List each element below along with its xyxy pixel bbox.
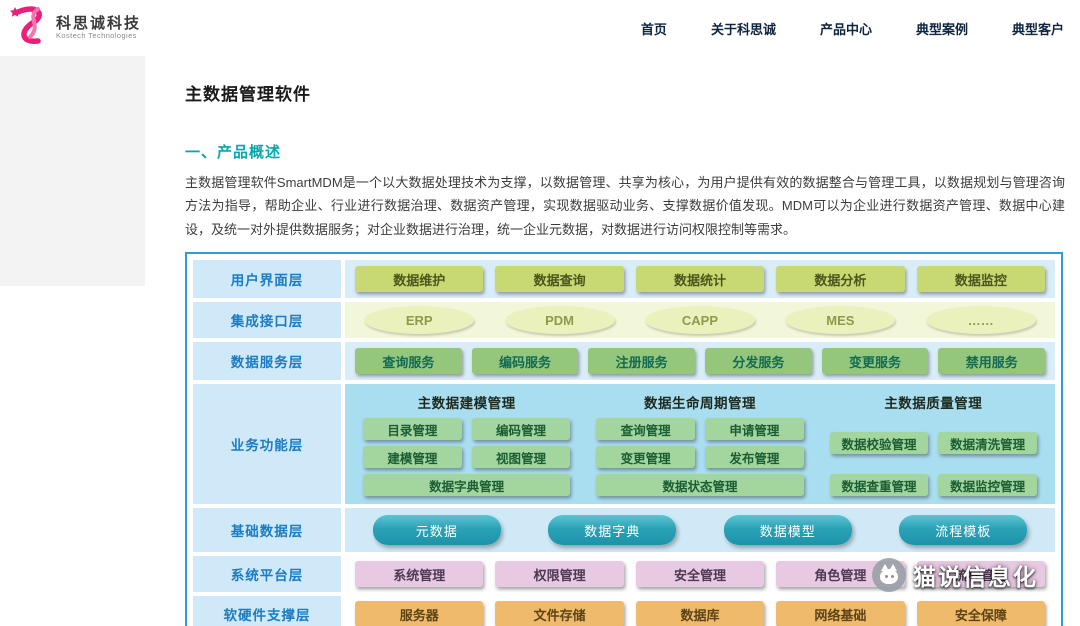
module-box: CAPP — [644, 306, 755, 335]
nav-item-about[interactable]: 关于科思诚 — [710, 21, 776, 37]
module-box: 查询管理 — [596, 418, 695, 441]
module-box: 服务器 — [355, 601, 484, 626]
header: 科思诚科技 Kostech Technologies 首页 关于科思诚 产品中心… — [0, 0, 1080, 56]
module-box: 编码服务 — [471, 348, 579, 375]
module-box: 数据监控管理 — [938, 474, 1037, 497]
module-box: 数据清洗管理 — [938, 432, 1037, 455]
group-title: 数据生命周期管理 — [643, 396, 756, 412]
module-box: 目录管理 — [363, 418, 462, 441]
function-group: 主数据质量管理数据校验管理数据清洗管理数据查重管理数据监控管理 — [824, 392, 1043, 497]
module-box: 视图管理 — [471, 446, 571, 469]
layer-content: 元数据 数据字典 数据模型 流程模板 — [345, 508, 1055, 553]
group-row: 数据校验管理数据清洗管理 — [829, 432, 1037, 455]
main-nav: 首页 关于科思诚 产品中心 典型案例 典型客户 — [641, 19, 1070, 38]
group-title: 主数据建模管理 — [417, 396, 516, 412]
nav-item-cases[interactable]: 典型案例 — [915, 21, 968, 37]
group-title: 主数据质量管理 — [884, 396, 983, 412]
module-box: 申请管理 — [705, 418, 804, 441]
module-box: 数据字典 — [548, 515, 677, 546]
module-box: 安全保障 — [916, 601, 1046, 626]
left-sidebar-panel — [0, 56, 145, 286]
logo-title: 科思诚科技 — [56, 15, 142, 33]
logo[interactable]: 科思诚科技 Kostech Technologies — [8, 3, 141, 54]
layer-row-data: 基础数据层元数据 数据字典 数据模型 流程模板 — [193, 508, 1055, 553]
module-box: 数据查询 — [495, 266, 624, 293]
group-row: 数据状态管理 — [596, 474, 804, 497]
layer-row-service: 数据服务层查询服务编码服务注册服务分发服务变更服务禁用服务 — [193, 342, 1055, 381]
module-box: 数据状态管理 — [596, 474, 804, 497]
module-box: 数据字典管理 — [363, 474, 571, 497]
module-box: 查询服务 — [355, 348, 462, 375]
module-box: 数据库 — [635, 601, 765, 626]
nav-item-home[interactable]: 首页 — [640, 21, 667, 37]
layer-row-integration: 集成接口层 ERP PDM CAPP MES …… — [193, 302, 1055, 339]
module-box: 变更管理 — [596, 446, 695, 469]
section-heading: 一、产品概述 — [185, 144, 282, 161]
layer-label: 数据服务层 — [193, 342, 341, 381]
watermark: 猫说信息化 — [872, 558, 1038, 592]
layer-label: 系统平台层 — [193, 556, 341, 593]
watermark-text: 猫说信息化 — [913, 564, 1038, 590]
module-box: 编码管理 — [471, 418, 571, 441]
module-box: 数据分析 — [776, 266, 905, 293]
module-box: 流程管理 — [916, 561, 1046, 588]
group-row: 数据查重管理数据监控管理 — [829, 474, 1037, 497]
module-box: 元数据 — [372, 515, 501, 546]
module-box: 数据监控 — [916, 266, 1046, 293]
logo-mark-icon — [8, 3, 50, 54]
layer-row-business: 业务功能层主数据建模管理目录管理编码管理建模管理视图管理数据字典管理数据生命周期… — [193, 384, 1055, 505]
cat-icon — [872, 558, 906, 592]
module-box: 数据校验管理 — [829, 432, 929, 455]
group-row: 查询管理申请管理 — [596, 418, 804, 441]
logo-subtitle: Kostech Technologies — [56, 31, 137, 41]
layer-content: ERP PDM CAPP MES …… — [345, 302, 1055, 339]
module-box: 变更服务 — [821, 348, 929, 375]
module-box: 数据维护 — [355, 266, 484, 293]
main-content: 主数据管理软件 一、产品概述 主数据管理软件SmartMDM是一个以大数据处理技… — [185, 80, 1065, 626]
layer-content: 主数据建模管理目录管理编码管理建模管理视图管理数据字典管理数据生命周期管理查询管… — [345, 384, 1055, 505]
module-box: 文件存储 — [495, 601, 624, 626]
module-box: ERP — [364, 306, 475, 335]
group-row: 建模管理视图管理 — [363, 446, 571, 469]
module-box: 分发服务 — [705, 348, 812, 375]
module-box: 权限管理 — [495, 561, 624, 588]
module-box: 数据模型 — [723, 515, 852, 546]
layer-label: 软硬件支撑层 — [193, 596, 341, 626]
layer-label: 基础数据层 — [193, 508, 341, 553]
module-box: 网络基础 — [776, 601, 905, 626]
group-row: 目录管理编码管理 — [363, 418, 571, 441]
module-box: MES — [785, 306, 896, 335]
layer-label: 用户界面层 — [193, 260, 341, 299]
layer-row-support: 软硬件支撑层服务器文件存储数据库网络基础安全保障 — [193, 596, 1055, 626]
module-box: 注册服务 — [588, 348, 696, 375]
layer-row-platform: 系统平台层系统管理权限管理安全管理角色管理流程管理 — [193, 556, 1055, 593]
layer-label: 集成接口层 — [193, 302, 341, 339]
module-box: 数据统计 — [635, 266, 765, 293]
module-box: 安全管理 — [635, 561, 765, 588]
module-box: 流程模板 — [899, 515, 1028, 546]
module-box: 数据查重管理 — [829, 474, 929, 497]
layer-content: 数据维护数据查询数据统计数据分析数据监控 — [345, 260, 1055, 299]
group-row: 变更管理发布管理 — [596, 446, 804, 469]
layer-row-ui: 用户界面层数据维护数据查询数据统计数据分析数据监控 — [193, 260, 1055, 299]
layer-label: 业务功能层 — [193, 384, 341, 505]
module-box: 发布管理 — [705, 446, 804, 469]
function-group: 主数据建模管理目录管理编码管理建模管理视图管理数据字典管理 — [357, 392, 576, 497]
page-title: 主数据管理软件 — [185, 85, 311, 104]
overview-paragraph: 主数据管理软件SmartMDM是一个以大数据处理技术为支撑，以数据管理、共享为核… — [185, 175, 1065, 237]
module-box: 系统管理 — [355, 561, 484, 588]
layer-content: 服务器文件存储数据库网络基础安全保障 — [345, 596, 1055, 626]
module-box: …… — [925, 306, 1036, 335]
nav-item-products[interactable]: 产品中心 — [819, 21, 872, 37]
layer-content: 系统管理权限管理安全管理角色管理流程管理 — [345, 556, 1055, 593]
group-row: 数据字典管理 — [363, 474, 571, 497]
function-group: 数据生命周期管理查询管理申请管理变更管理发布管理数据状态管理 — [590, 392, 809, 497]
layer-content: 查询服务编码服务注册服务分发服务变更服务禁用服务 — [345, 342, 1055, 381]
nav-item-customers[interactable]: 典型客户 — [1011, 21, 1064, 37]
module-box: 禁用服务 — [938, 348, 1046, 375]
module-box: PDM — [504, 306, 615, 335]
module-box: 建模管理 — [363, 446, 462, 469]
